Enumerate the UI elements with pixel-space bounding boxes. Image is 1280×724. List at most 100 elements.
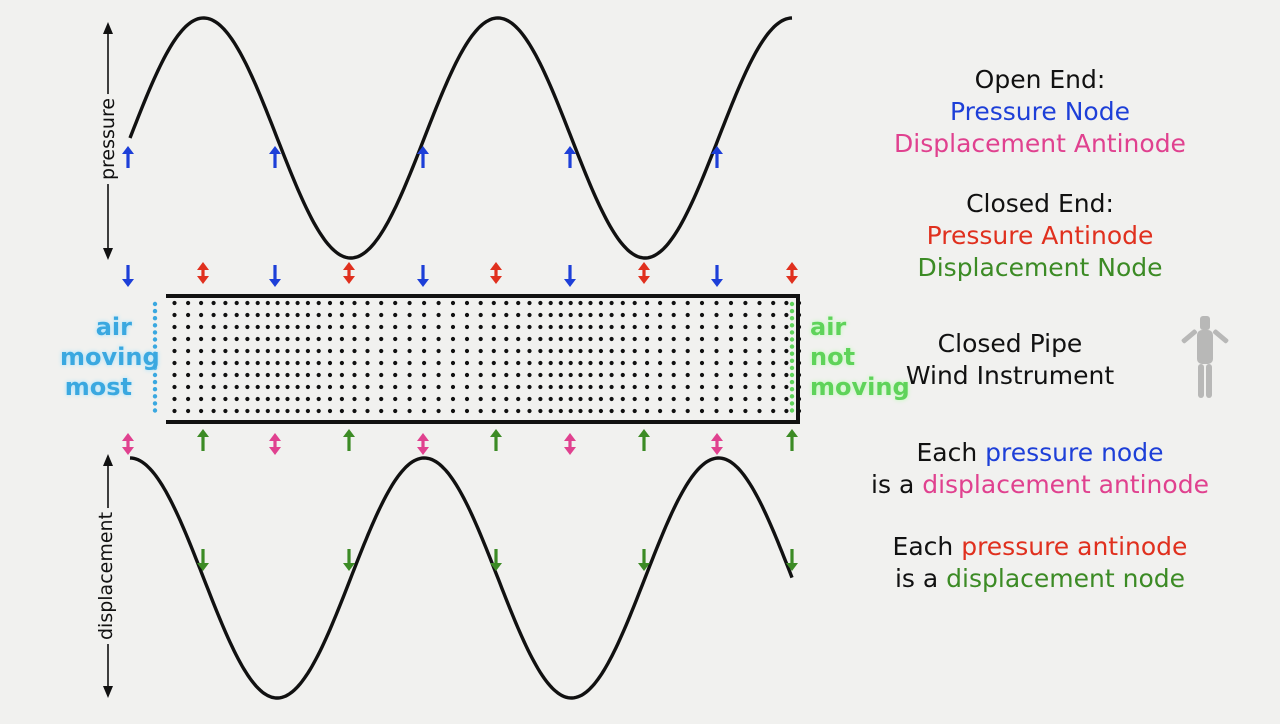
air-particle <box>558 384 563 390</box>
air-particle <box>245 324 250 330</box>
air-particle <box>379 336 384 342</box>
closed-end-particle <box>789 387 795 392</box>
air-particle <box>632 312 637 318</box>
air-particle <box>352 348 357 354</box>
air-particle <box>685 312 690 318</box>
air-particle <box>316 300 321 306</box>
displacement-antinode-arrow <box>711 433 723 455</box>
air-particle <box>223 348 228 354</box>
air-particle <box>609 324 614 330</box>
air-particle <box>598 360 604 366</box>
air-particle <box>728 300 734 306</box>
air-particle <box>234 324 239 330</box>
air-particle <box>538 360 543 366</box>
air-particle <box>784 408 789 414</box>
air-particle <box>728 336 734 342</box>
closed-end-displacement-node: Displacement Node <box>917 253 1163 282</box>
air-particle <box>685 324 690 330</box>
air-particle <box>199 324 204 330</box>
air-particle <box>714 312 719 318</box>
air-particle <box>285 384 290 390</box>
air-particle <box>714 348 719 354</box>
air-particle <box>558 372 563 378</box>
displacement-node-arrow <box>638 549 650 571</box>
pressure-antinode-arrow <box>197 262 209 284</box>
air-particle <box>645 408 650 414</box>
air-particle <box>771 360 776 366</box>
air-particle <box>538 372 543 378</box>
air-particle <box>234 372 239 378</box>
air-particle <box>275 384 280 390</box>
air-particle <box>478 312 483 318</box>
air-particle <box>327 324 333 330</box>
air-particle <box>464 384 470 390</box>
air-particle <box>548 396 553 402</box>
air-particle <box>393 336 398 342</box>
air-particle <box>316 372 321 378</box>
air-particle <box>172 384 177 390</box>
air-particle <box>478 384 483 390</box>
air-particle <box>491 360 496 366</box>
open-end-particle <box>152 351 158 356</box>
air-particle <box>609 348 614 354</box>
air-particle <box>450 384 456 390</box>
air-particle <box>784 324 789 330</box>
air-particle <box>527 324 532 330</box>
air-particle <box>728 408 734 414</box>
air-particle <box>316 384 321 390</box>
displacement-node-arrow <box>490 549 502 571</box>
air-particle <box>352 384 357 390</box>
displacement-axis-label: displacement <box>95 507 118 645</box>
air-particle <box>295 300 300 306</box>
air-particle <box>568 300 573 306</box>
air-particle <box>658 396 663 402</box>
air-particle <box>407 360 412 366</box>
air-particle <box>645 360 650 366</box>
air-particle <box>632 408 637 414</box>
air-particle <box>598 348 604 354</box>
air-particle <box>255 396 260 402</box>
air-particle <box>478 396 483 402</box>
air-particle <box>285 348 290 354</box>
air-particle <box>234 408 239 414</box>
air-particle <box>588 312 593 318</box>
air-particle <box>211 384 216 390</box>
closed-end-particle <box>789 351 795 356</box>
closed-end-particle <box>789 394 795 399</box>
air-particle <box>671 408 676 414</box>
air-particle <box>464 312 470 318</box>
air-particle <box>598 300 604 306</box>
air-particle <box>538 396 543 402</box>
air-particle <box>245 396 250 402</box>
air-particle <box>632 360 637 366</box>
air-particle <box>658 336 663 342</box>
air-particle <box>671 384 676 390</box>
air-particle <box>699 348 705 354</box>
air-particle <box>450 324 456 330</box>
air-particle <box>491 312 496 318</box>
air-particle <box>172 312 177 318</box>
air-particle <box>478 324 483 330</box>
air-particle <box>516 300 521 306</box>
air-particle <box>305 396 310 402</box>
air-particle <box>558 324 563 330</box>
air-particle <box>578 312 583 318</box>
air-particle <box>172 348 177 354</box>
air-particle <box>558 312 563 318</box>
air-particle <box>714 336 719 342</box>
air-particle <box>305 324 310 330</box>
air-particle <box>558 408 563 414</box>
air-particle <box>422 360 427 366</box>
air-particle <box>352 396 357 402</box>
air-particle <box>771 372 776 378</box>
air-particle <box>295 396 300 402</box>
air-particle <box>186 360 191 366</box>
air-particle <box>728 372 734 378</box>
air-particle <box>588 372 593 378</box>
air-particle <box>255 408 260 414</box>
air-particle <box>699 324 705 330</box>
air-particle <box>407 408 412 414</box>
air-particle <box>199 360 204 366</box>
air-particle <box>436 372 441 378</box>
air-particle <box>548 324 553 330</box>
